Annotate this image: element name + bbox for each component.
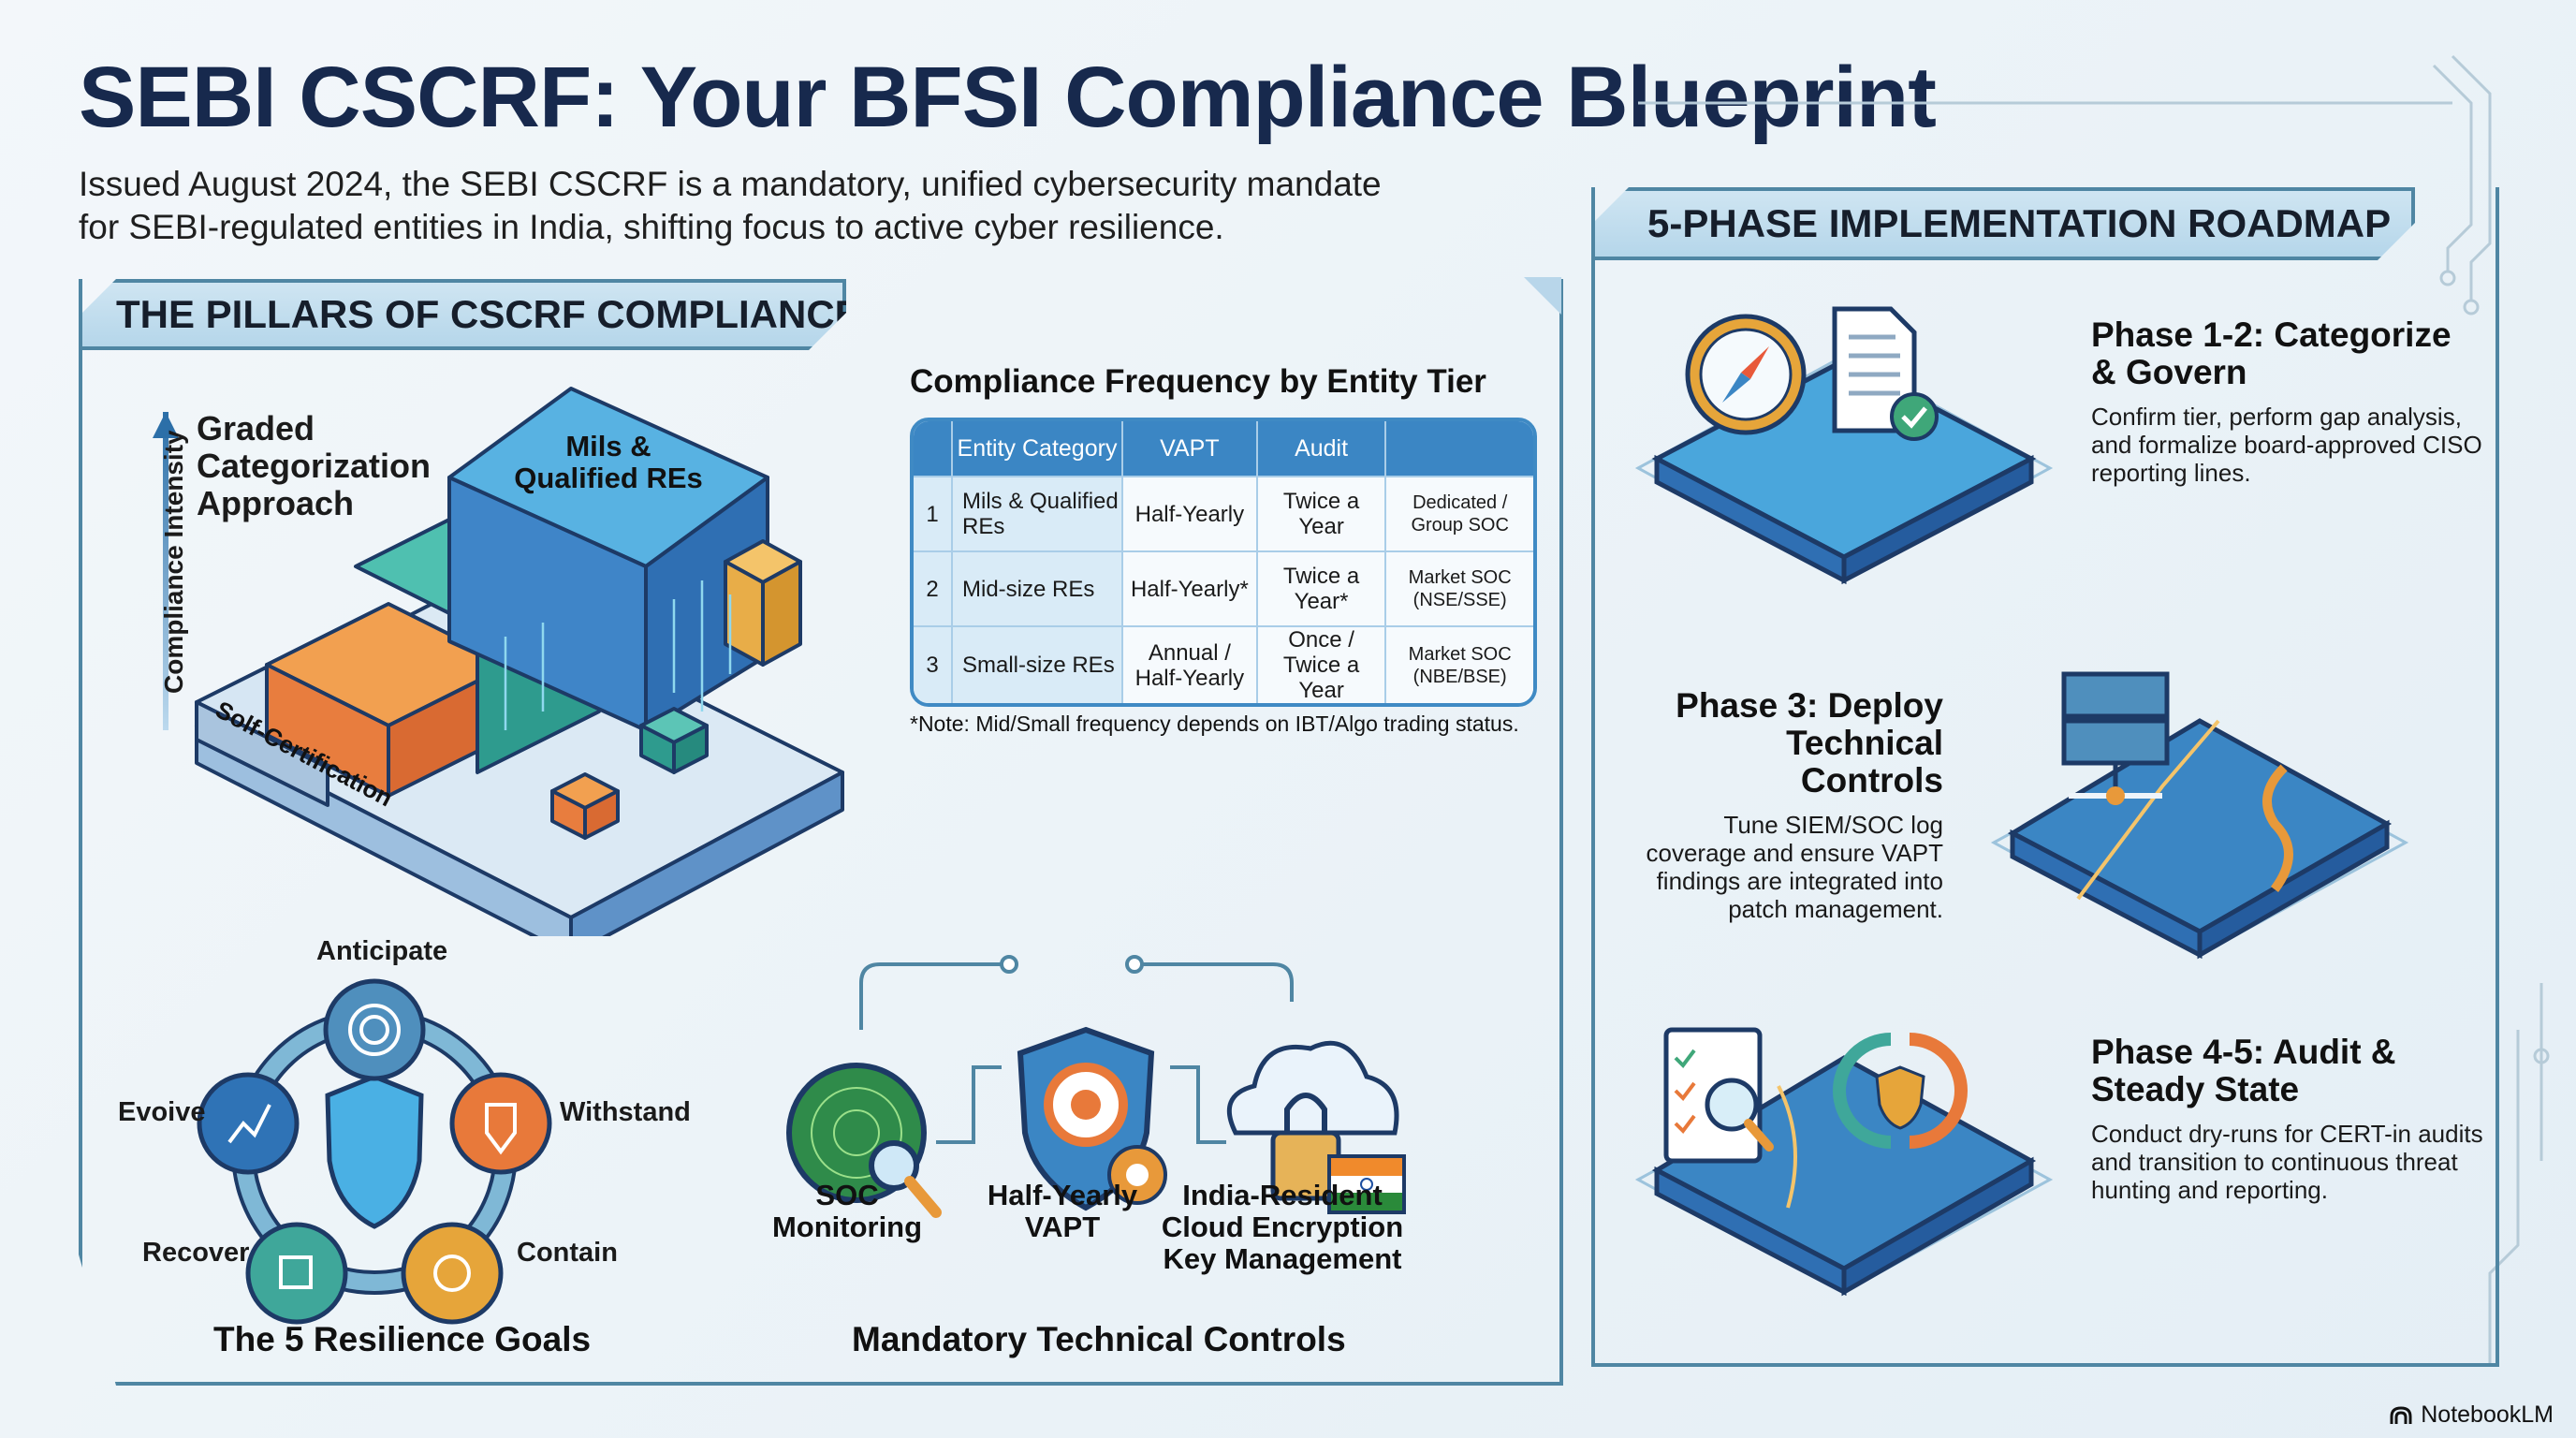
goal-recover: Recover	[142, 1238, 250, 1268]
row-audit: Twice a Year*	[1257, 550, 1387, 625]
roadmap-section-title: 5-PHASE IMPLEMENTATION ROADMAP	[1591, 187, 2415, 260]
recover-icon	[245, 1222, 348, 1325]
goal-withstand: Withstand	[560, 1097, 691, 1127]
phase-3-description: Tune SIEM/SOC log coverage and ensure VA…	[1646, 811, 1943, 923]
table-row: 3 Small-size REs Annual / Half-Yearly On…	[914, 625, 1533, 703]
row-num: 1	[914, 476, 953, 550]
phase-1-2: Phase 1-2: Categorize & Govern Confirm t…	[2091, 315, 2484, 488]
phase-3-illustration	[1990, 671, 2409, 960]
phase-3-title: Phase 3: Deploy Technical Controls	[1676, 686, 1943, 800]
brand-name: NotebookLM	[2421, 1401, 2554, 1428]
table-header-row: Entity Category VAPT Audit	[914, 421, 1533, 476]
row-num: 2	[914, 550, 953, 625]
goal-contain: Contain	[517, 1238, 618, 1268]
subtitle-line-2: for SEBI-regulated entities in India, sh…	[79, 208, 1224, 246]
header-soc	[1386, 421, 1533, 476]
row-vapt: Annual / Half-Yearly	[1123, 625, 1258, 703]
pillars-section-title: THE PILLARS OF CSCRF COMPLIANCE	[79, 279, 846, 350]
row-category: Mils & Qualified REs	[953, 476, 1123, 550]
server-icon	[2061, 671, 2170, 805]
technical-controls-caption: Mandatory Technical Controls	[852, 1320, 1346, 1358]
contain-icon	[401, 1222, 504, 1325]
header-vapt: VAPT	[1123, 421, 1258, 476]
page-subtitle: Issued August 2024, the SEBI CSCRF is a …	[79, 163, 1483, 249]
row-soc: Dedicated / Group SOC	[1386, 476, 1533, 550]
page-title: SEBI CSCRF: Your BFSI Compliance Bluepri…	[79, 50, 1937, 145]
table-title: Compliance Frequency by Entity Tier	[910, 363, 1486, 400]
control-soc-monitoring: SOC Monitoring	[771, 1179, 923, 1243]
header-num	[914, 421, 953, 476]
cloud-lock-flag-icon	[1226, 1040, 1406, 1214]
header-audit: Audit	[1257, 421, 1387, 476]
evolve-icon	[197, 1072, 300, 1175]
row-vapt: Half-Yearly	[1123, 476, 1258, 550]
row-category: Mid-size REs	[953, 550, 1123, 625]
center-shield-icon	[325, 1074, 424, 1229]
axis-arrow-icon	[153, 412, 179, 438]
notebooklm-logo-icon	[2390, 1405, 2412, 1424]
phase-1-2-description: Confirm tier, perform gap analysis, and …	[2091, 403, 2482, 487]
resilience-goals-diagram	[197, 978, 552, 1325]
phase-4-5-description: Conduct dry-runs for CERT-in audits and …	[2091, 1120, 2483, 1204]
cycle-shield-icon	[1833, 1033, 1968, 1149]
compliance-axis	[163, 412, 168, 730]
pillars-panel	[79, 279, 1563, 1386]
clipboard-icon	[1663, 1027, 1774, 1164]
table-row: 2 Mid-size REs Half-Yearly* Twice a Year…	[914, 550, 1533, 625]
document-check-icon	[1832, 306, 1939, 441]
row-audit: Once / Twice a Year	[1257, 625, 1387, 703]
anticipate-icon	[323, 978, 426, 1081]
phase-4-5-illustration	[1634, 1027, 2054, 1297]
withstand-icon	[449, 1072, 552, 1175]
phase-4-5: Phase 4-5: Audit & Steady State Conduct …	[2091, 1033, 2484, 1205]
brand-watermark: NotebookLM	[2389, 1401, 2554, 1429]
technical-controls-diagram	[786, 955, 1406, 1218]
control-cloud-encryption: India-Resident Cloud Encryption Key Mana…	[1161, 1179, 1404, 1275]
top-block-label: Mils & Qualified REs	[514, 430, 703, 494]
graded-categorization-label: Graded Categorization Approach	[197, 409, 432, 522]
table-row: 1 Mils & Qualified REs Half-Yearly Twice…	[914, 476, 1533, 550]
goal-evolve: Evoive	[118, 1097, 206, 1127]
control-half-yearly-vapt: Half-Yearly VAPT	[987, 1179, 1138, 1243]
goal-anticipate: Anticipate	[316, 936, 448, 966]
pillars-illustration	[195, 387, 844, 936]
row-category: Small-size REs	[953, 625, 1123, 703]
row-num: 3	[914, 625, 953, 703]
compass-icon	[1685, 314, 1807, 435]
row-audit: Twice a Year	[1257, 476, 1387, 550]
phase-1-2-illustration	[1634, 306, 2054, 585]
corner-decoration	[1524, 277, 1561, 315]
row-vapt: Half-Yearly*	[1123, 550, 1258, 625]
row-soc: Market SOC (NSE/SSE)	[1386, 550, 1533, 625]
subtitle-line-1: Issued August 2024, the SEBI CSCRF is a …	[79, 165, 1382, 203]
header-entity-category: Entity Category	[953, 421, 1123, 476]
shield-target-gear-icon	[1017, 1026, 1167, 1211]
resilience-goals-caption: The 5 Resilience Goals	[213, 1320, 592, 1358]
table-note: *Note: Mid/Small frequency depends on IB…	[910, 712, 1519, 736]
radar-magnifier-icon	[786, 1063, 942, 1218]
phase-3: Phase 3: Deploy Technical Controls Tune …	[1634, 686, 1943, 924]
roadmap-panel	[1591, 187, 2499, 1367]
phase-4-5-title: Phase 4-5: Audit & Steady State	[2091, 1033, 2396, 1108]
compliance-frequency-table: Entity Category VAPT Audit 1 Mils & Qual…	[910, 418, 1537, 707]
phase-1-2-title: Phase 1-2: Categorize & Govern	[2091, 315, 2452, 391]
network-cable-icon	[2262, 764, 2293, 892]
row-soc: Market SOC (NBE/BSE)	[1386, 625, 1533, 703]
